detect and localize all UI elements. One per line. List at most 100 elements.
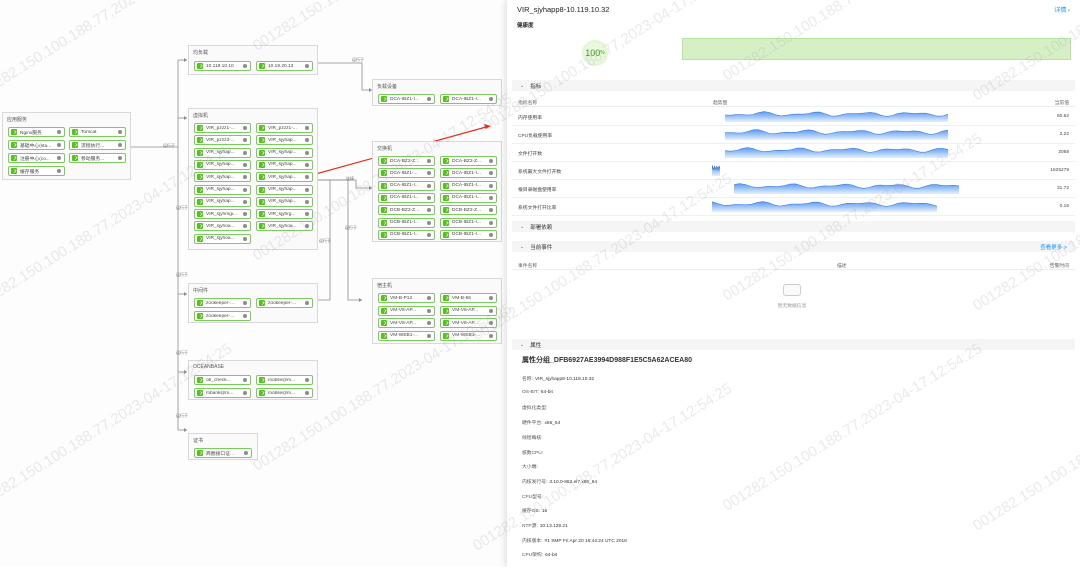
vm-node[interactable]: VIR_sjyhap... <box>194 147 251 158</box>
app-node[interactable]: Nginx服务 <box>8 127 65 137</box>
vm-node[interactable]: VIR_sjyhoa... <box>194 233 251 244</box>
node-icon <box>443 96 449 102</box>
vm-node[interactable]: VIR_sjyhap... <box>256 159 313 170</box>
switch-node[interactable]: DCA-IBZ1-I... <box>440 180 497 191</box>
switch-node[interactable]: DCB-IBZ1-I... <box>378 229 435 240</box>
app-node[interactable]: 缓存服务 <box>8 166 65 176</box>
group-certificates[interactable]: 证书 商圈接口证... <box>188 433 258 460</box>
status-dot <box>427 296 431 300</box>
status-dot <box>305 212 309 217</box>
vm-node[interactable]: VIR_pzzz3-... <box>194 135 251 146</box>
vm-node[interactable]: VIR_sjyhap... <box>194 184 251 195</box>
host-node[interactable]: VM-V8-AP... <box>378 318 435 328</box>
property-value: 64-bit <box>540 389 553 395</box>
lb-node[interactable]: 10.119.10.10 <box>194 61 251 71</box>
vm-node[interactable]: VIR_sjyhap... <box>256 135 313 146</box>
vm-node[interactable]: VIR_sjyhap... <box>256 184 313 195</box>
host-node[interactable]: VM-V8-AP... <box>440 318 497 328</box>
group-middleware[interactable]: 中间件 zookeeper-... zookeeper-... zookeepe… <box>188 283 318 323</box>
group-load-balancer[interactable]: 均负载 10.119.10.10 10.19.20.13 <box>188 45 318 75</box>
mw-node[interactable]: zookeeper-... <box>256 298 313 308</box>
group-load-devices[interactable]: 负载设备 DCA-IBZ1-I... DCA-IBZ1-I... <box>372 79 502 106</box>
cert-node[interactable]: 商圈接口证... <box>194 448 252 458</box>
vm-node[interactable]: VIR_sjyhrg... <box>256 209 313 220</box>
node-icon <box>259 390 265 396</box>
node-icon <box>259 377 265 383</box>
ocean-node[interactable]: mobile@m... <box>256 388 313 398</box>
switch-node[interactable]: DCA-BZ2-Z... <box>378 156 435 166</box>
status-dot <box>57 130 61 134</box>
vm-node[interactable]: VIR_sjyhap... <box>194 196 251 207</box>
app-node[interactable]: 流程执行... <box>69 140 126 150</box>
node-icon <box>11 168 17 174</box>
group-app-services[interactable]: 应用服务 Nginx服务 Tomcat 基础中心(sta... 流程执行... … <box>2 112 131 180</box>
view-more-link[interactable]: 查看更多 > <box>1040 244 1067 251</box>
vm-node[interactable]: VIR_sjyhap... <box>256 172 313 183</box>
vm-node[interactable]: VIR_sjyhmgi... <box>194 209 251 220</box>
switch-node[interactable]: DCB-IBZ1-I... <box>378 217 435 228</box>
lbdev-node[interactable]: DCA-IBZ1-I... <box>378 94 435 104</box>
app-node[interactable]: 注册中心(co... <box>8 153 65 163</box>
host-node[interactable]: VM-V8-AP... <box>378 305 435 316</box>
metrics-panel-header[interactable]: ⌄ 指标 <box>512 80 1075 91</box>
app-node[interactable]: Tomcat <box>69 127 126 137</box>
status-dot <box>243 391 247 395</box>
vm-node[interactable]: VIR_sjyhap... <box>256 147 313 158</box>
sort-time[interactable]: 告警时间 <box>1049 264 1069 269</box>
vm-node[interactable]: VIR_sjyhap... <box>194 159 251 170</box>
host-node[interactable]: VM-WEB1-... <box>378 330 435 341</box>
lbdev-node[interactable]: DCA-IBZ1-I... <box>440 94 497 104</box>
switch-node[interactable]: DCB-IBZ1-I... <box>440 217 497 228</box>
props-panel-header[interactable]: ⌄ 属性 <box>512 339 1075 350</box>
switch-node[interactable]: DCA-BZ2-Z... <box>440 156 497 166</box>
switch-node[interactable]: DCB-BZ2-Z... <box>440 205 497 216</box>
host-node[interactable]: VM-B-P12 <box>378 293 435 303</box>
group-oceanbase[interactable]: OCEANBASE ob_check... mobile@m... mbank@… <box>188 360 318 400</box>
switch-node[interactable]: DCB-IBZ1-I... <box>440 229 497 240</box>
node-icon <box>259 211 265 218</box>
ocean-node[interactable]: mobile@m... <box>256 375 313 385</box>
vm-node[interactable]: VIR_sjyhoa... <box>194 221 251 232</box>
vm-node[interactable]: VIR_sjyhap... <box>256 196 313 207</box>
ocean-node[interactable]: mbank@m... <box>194 388 251 398</box>
vm-node[interactable]: VIR_pzzz1-... <box>256 123 313 133</box>
events-panel-header[interactable]: ⌄ 当前事件 查看更多 > <box>512 241 1075 252</box>
deploy-panel-header[interactable]: ⌄ 部署依赖 <box>512 221 1075 232</box>
app-node[interactable]: 移动服务... <box>69 153 126 163</box>
vm-node[interactable]: VIR_sjyhap... <box>194 172 251 183</box>
ocean-node[interactable]: ob_check... <box>194 375 251 385</box>
switch-node[interactable]: DCB-BZ2-Z... <box>378 205 435 216</box>
host-node[interactable]: VM-V8-AP... <box>440 305 497 316</box>
host-node[interactable]: VM-B-56 <box>440 293 497 303</box>
lb-node[interactable]: 10.19.20.13 <box>256 61 313 71</box>
app-node[interactable]: 基础中心(sta... <box>8 140 65 150</box>
property-row: 虚拟化类型: <box>522 404 549 411</box>
topology-canvas[interactable]: 运行于 运行于 运行于 运行于 运行于 运行于 连接 运行于 运行于 应用服务 … <box>0 0 507 567</box>
details-link[interactable]: 详情 › <box>1054 8 1070 14</box>
switch-node[interactable]: DCA-IBZ1-I... <box>378 180 435 191</box>
node-icon <box>381 182 387 189</box>
group-virtual-machines[interactable]: 虚拟机 VIR_pzzz1-...VIR_pzzz1-...VIR_pzzz3-… <box>188 108 318 250</box>
node-icon <box>381 194 387 201</box>
vm-node[interactable]: VIR_pzzz1-... <box>194 123 251 133</box>
mw-node[interactable]: zookeeper-... <box>194 311 251 321</box>
group-switches[interactable]: 交换机 DCA-BZ2-Z...DCA-BZ2-Z...DCA-IBZ1-...… <box>372 141 502 242</box>
status-dot <box>243 199 247 204</box>
mw-node[interactable]: zookeeper-... <box>194 298 251 308</box>
switch-node[interactable]: DCA-IBZ1-I... <box>440 168 497 179</box>
host-node[interactable]: VM-WEB1-... <box>440 330 497 341</box>
vm-node[interactable]: VIR_sjyhoa... <box>256 221 313 232</box>
metrics-table-header: 指标名称 趋势图 当前值 <box>512 97 1075 107</box>
switch-node[interactable]: DCA-IBZ1-... <box>378 168 435 179</box>
switch-node[interactable]: DCA-IBZ1-I... <box>378 192 435 203</box>
switch-node[interactable]: DCA-IBZ1-I... <box>440 192 497 203</box>
node-icon <box>197 450 203 456</box>
node-icon <box>259 149 265 156</box>
